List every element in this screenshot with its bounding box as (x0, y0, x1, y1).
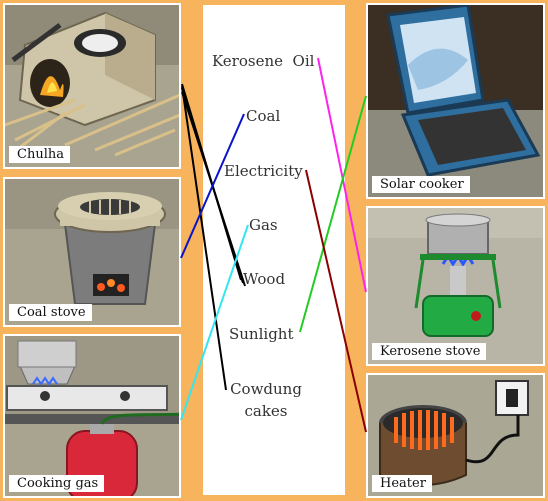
caption-chulha: Chulha (9, 146, 70, 163)
fuel-cowdung-cakes: Cowdung cakes (226, 378, 306, 422)
fuel-sunlight: Sunlight (229, 325, 294, 343)
panel-chulha: Chulha (3, 3, 181, 169)
panel-heater: Heater (366, 373, 545, 498)
heater-illustration (368, 375, 543, 496)
fuel-gas: Gas (249, 216, 278, 234)
panel-coal-stove: Coal stove (3, 177, 181, 327)
fuel-electricity: Electricity (224, 162, 303, 180)
caption-kerosene-stove: Kerosene stove (372, 343, 487, 360)
panel-solar-cooker: Solar cooker (366, 3, 545, 199)
fuel-coal: Coal (246, 107, 281, 125)
panel-cooking-gas: Cooking gas (3, 334, 181, 498)
caption-solar-cooker: Solar cooker (372, 176, 470, 193)
panel-kerosene-stove: Kerosene stove (366, 206, 545, 366)
fuel-cowdung-line1: Cowdung (230, 380, 302, 398)
chulha-illustration (5, 5, 179, 167)
solar-cooker-illustration (368, 5, 543, 197)
coal-stove-illustration (5, 179, 179, 325)
caption-heater: Heater (372, 475, 432, 492)
cooking-gas-illustration (5, 336, 179, 496)
fuel-wood: Wood (243, 270, 286, 288)
caption-coal-stove: Coal stove (9, 304, 92, 321)
fuel-cowdung-line2: cakes (244, 402, 288, 420)
fuel-kerosene-oil: Kerosene Oil (212, 52, 315, 70)
caption-cooking-gas: Cooking gas (9, 475, 105, 492)
kerosene-stove-illustration (368, 208, 543, 364)
